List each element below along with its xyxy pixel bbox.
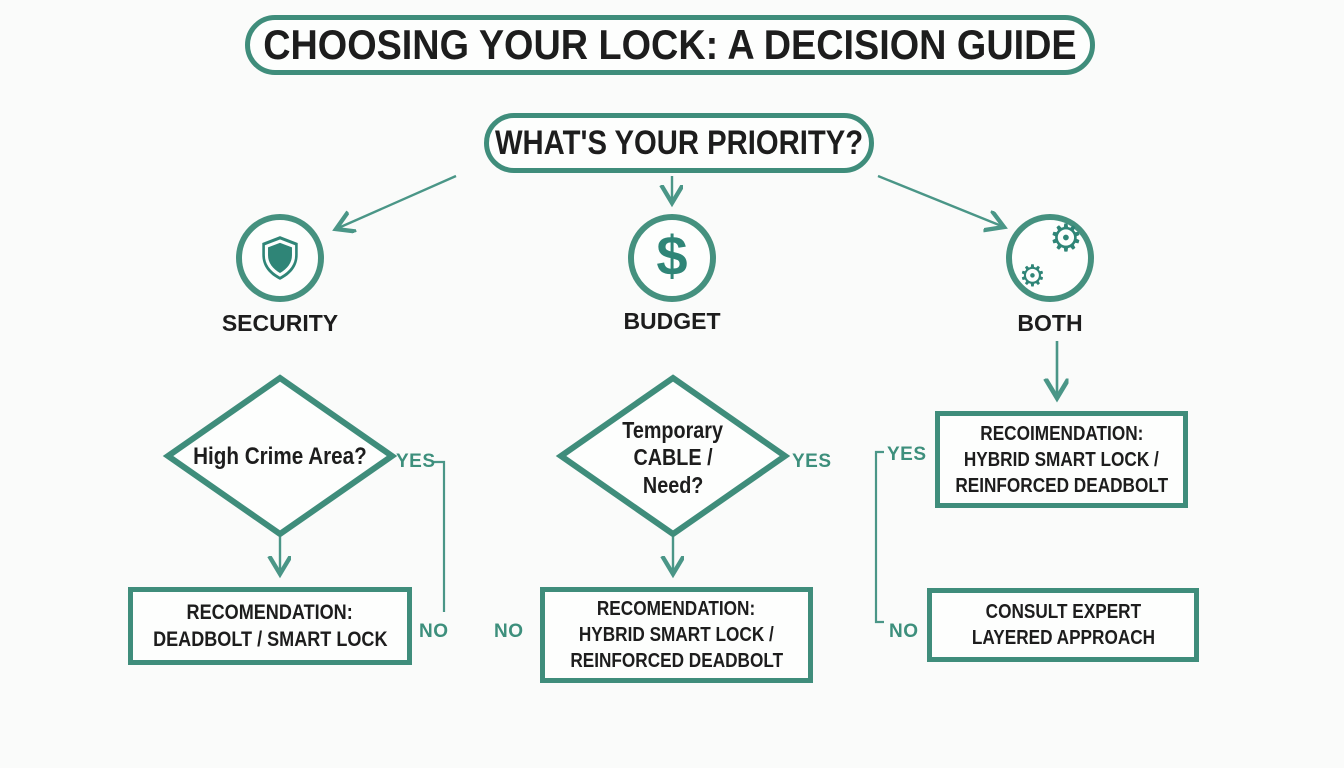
gear-big-icon: ⚙ <box>1048 218 1083 260</box>
budget-question-line2: CABLE / <box>633 444 713 471</box>
both-rec-line2: HYBRID SMART LOCK / <box>964 448 1159 471</box>
budget-yes-label: YES <box>792 451 832 472</box>
branch-label-budget: BUDGET <box>592 308 752 335</box>
page-title: CHOOSING YOUR LOCK: A DECISION GUIDE <box>263 21 1077 68</box>
budget-rec-line3: REINFORCED DEADBOLT <box>570 650 783 672</box>
budget-label-text: BUDGET <box>623 308 721 334</box>
security-icon-circle <box>236 214 324 302</box>
edge-both-yes-to-no <box>874 450 884 624</box>
both-icon-circle: ⚙ ⚙ <box>1006 214 1094 302</box>
consult-expert-box: CONSULT EXPERT LAYERED APPROACH <box>927 588 1199 662</box>
both-rec-line1: RECOIMENDATION: <box>979 422 1144 445</box>
consult-line1: CONSULT EXPERT <box>985 601 1141 623</box>
security-question-line: High Crime Area? <box>193 443 367 470</box>
both-yes-label: YES <box>887 444 927 465</box>
shield-icon <box>262 236 298 280</box>
budget-question-line3: Need? <box>642 471 704 498</box>
branch-label-security: SECURITY <box>200 310 360 337</box>
consult-line2: LAYERED APPROACH <box>971 627 1155 649</box>
budget-question-text: Temporary CABLE / Need? <box>593 417 753 498</box>
budget-rec-line1: RECOMENDATION: <box>597 598 756 620</box>
budget-no-label: NO <box>494 621 524 642</box>
security-rec-line2: DEADBOLT / SMART LOCK <box>152 628 388 651</box>
both-recommendation-box: RECOIMENDATION: HYBRID SMART LOCK / REIN… <box>935 411 1188 508</box>
branch-label-both: BOTH <box>970 310 1130 337</box>
security-question-text: High Crime Area? <box>178 440 382 474</box>
budget-icon-circle: $ <box>628 214 716 302</box>
gear-small-icon: ⚙ <box>1019 260 1046 293</box>
title-box: CHOOSING YOUR LOCK: A DECISION GUIDE <box>245 15 1095 75</box>
both-no-label: NO <box>889 621 919 642</box>
budget-recommendation-box: RECOMENDATION: HYBRID SMART LOCK / REINF… <box>540 587 813 683</box>
budget-rec-line2: HYBRID SMART LOCK / <box>579 624 774 646</box>
dollar-icon: $ <box>656 224 688 287</box>
priority-question-box: WHAT'S YOUR PRIORITY? <box>484 113 874 173</box>
diamond-security-question <box>162 374 398 538</box>
diamond-budget-question <box>555 374 791 538</box>
edge-priority-to-security <box>336 174 457 229</box>
both-label-text: BOTH <box>1017 310 1083 336</box>
priority-question-text: WHAT'S YOUR PRIORITY? <box>494 123 864 162</box>
security-no-label: NO <box>419 621 449 642</box>
security-rec-line1: RECOMENDATION: <box>186 600 354 624</box>
edge-security-yes-to-no <box>432 460 446 612</box>
both-rec-line3: REINFORCED DEADBOLT <box>955 474 1168 497</box>
edge-priority-to-both <box>877 174 1004 227</box>
gears-icon: ⚙ ⚙ <box>1019 220 1083 292</box>
budget-question-line1: Temporary <box>622 417 724 444</box>
security-label-text: SECURITY <box>221 310 339 336</box>
security-recommendation-box: RECOMENDATION: DEADBOLT / SMART LOCK <box>128 587 412 665</box>
security-yes-label: YES <box>396 451 436 472</box>
